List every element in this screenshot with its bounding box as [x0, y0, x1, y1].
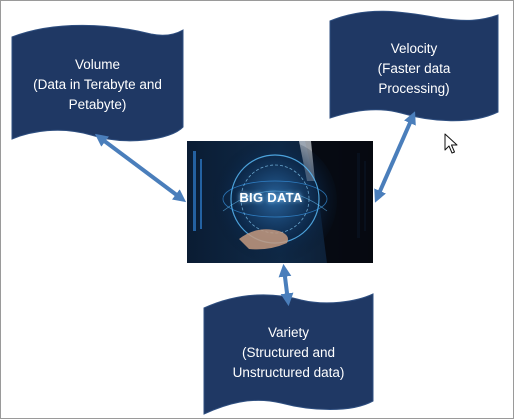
variety-label: Variety (Structured and Unstructured dat… [204, 323, 373, 383]
volume-title: Volume [74, 57, 121, 72]
velocity-detail-line-1: (Faster data [377, 61, 451, 76]
volume-detail-line-1: (Data in Terabyte and [33, 77, 162, 92]
variety-title: Variety [267, 325, 309, 340]
volume-label: Volume (Data in Terabyte and Petabyte) [12, 55, 183, 115]
variety-shape [203, 293, 374, 415]
velocity-label: Velocity (Faster data Processing) [330, 39, 498, 99]
connector-velocity [374, 111, 416, 203]
variety-detail-line-2: Unstructured data) [232, 365, 345, 380]
connector-variety [278, 263, 294, 307]
connector-volume [94, 133, 187, 203]
velocity-shape [329, 10, 499, 122]
velocity-title: Velocity [390, 41, 438, 56]
mouse-cursor-icon [444, 133, 458, 154]
variety-detail-line-1: (Structured and [241, 345, 336, 360]
big-data-caption: BIG DATA [239, 190, 303, 205]
volume-shape [11, 24, 184, 142]
velocity-detail-line-2: Processing) [378, 81, 450, 96]
big-data-image: BIG DATA [187, 141, 373, 263]
big-data-illustration [187, 141, 373, 263]
volume-detail-line-2: Petabyte) [68, 97, 127, 112]
